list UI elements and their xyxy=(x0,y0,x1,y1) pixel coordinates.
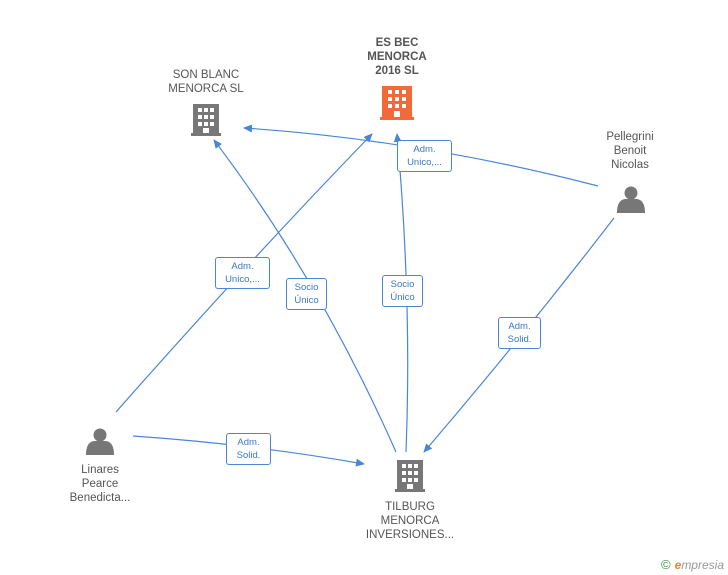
brand-logo-text: mpresia xyxy=(681,558,724,572)
brand-logo-initial: e xyxy=(674,558,682,572)
edge-label-pellegrini-esbec[interactable]: Adm. Unico,... xyxy=(397,140,452,172)
building-icon[interactable] xyxy=(380,86,414,120)
person-icon[interactable] xyxy=(617,186,645,214)
building-icon[interactable] xyxy=(191,104,221,136)
brand-watermark: ©empresia xyxy=(661,557,724,572)
person-icon[interactable] xyxy=(86,428,114,456)
edge-label-linares-esbec[interactable]: Adm. Unico,... xyxy=(215,257,270,289)
copyright-icon: © xyxy=(661,557,671,572)
edge-label-tilburg-esbec[interactable]: Socio Único xyxy=(382,275,423,307)
company-label-tilburg[interactable]: TILBURG MENORCA INVERSIONES... xyxy=(365,501,455,541)
building-icon[interactable] xyxy=(395,460,425,492)
person-label-linares[interactable]: Linares Pearce Benedicta... xyxy=(69,464,131,504)
company-label-son-blanc[interactable]: SON BLANC MENORCA SL xyxy=(168,69,244,95)
company-label-es-bec[interactable]: ES BEC MENORCA 2016 SL xyxy=(367,37,427,77)
edge-label-tilburg-sonblanc[interactable]: Socio Único xyxy=(286,278,327,310)
person-label-pellegrini[interactable]: Pellegrini Benoit Nicolas xyxy=(606,131,654,171)
edge-label-pellegrini-tilburg[interactable]: Adm. Solid. xyxy=(498,317,541,349)
edge-label-linares-tilburg[interactable]: Adm. Solid. xyxy=(226,433,271,465)
